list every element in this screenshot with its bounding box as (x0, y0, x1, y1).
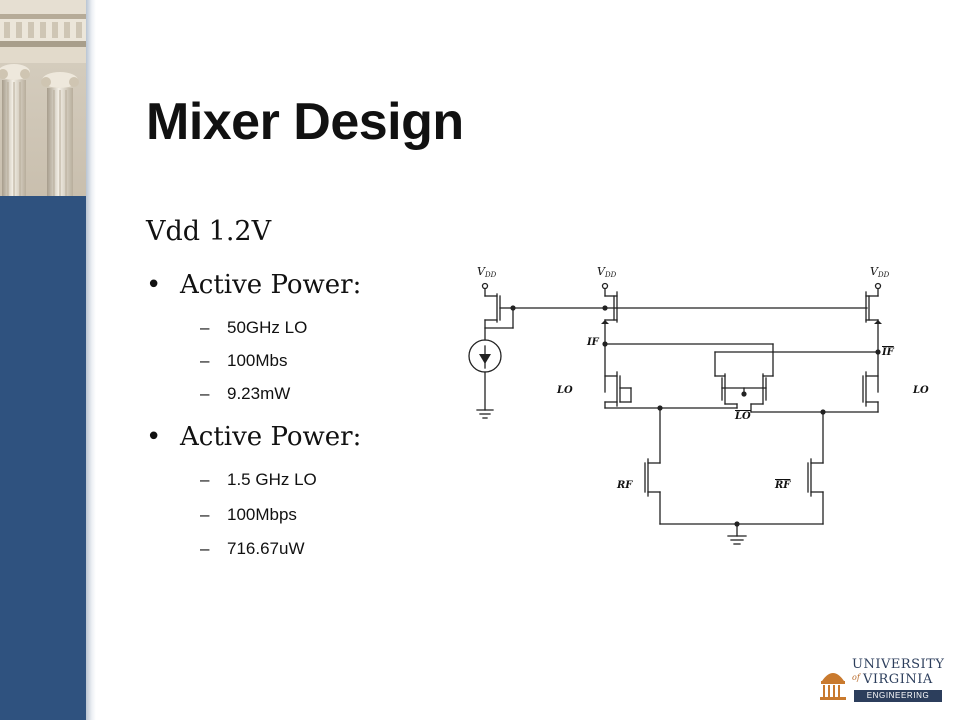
sub-item-text: 9.23mW (227, 384, 291, 403)
sub-item-text: 50GHz LO (227, 318, 308, 337)
rotunda-icon (820, 673, 846, 700)
vdd-label: VDD (477, 265, 497, 279)
lo-label-right: LO (913, 385, 929, 396)
slide-title: Mixer Design (146, 93, 464, 151)
lo-label-left: LO (557, 385, 573, 396)
sidebar-band (0, 0, 86, 720)
vdd-line: Vdd 1.2V (146, 216, 272, 247)
dash-marker: – (200, 318, 210, 337)
dash-marker: – (200, 384, 210, 403)
sub-item: –716.67uW (200, 539, 305, 559)
sub-item: –100Mbps (200, 505, 297, 525)
sub-item-text: 100Mbps (227, 505, 297, 524)
university-logo: UNIVERSITY of VIRGINIA ENGINEERING (818, 653, 944, 707)
sub-item-text: 716.67uW (227, 539, 305, 558)
schematic-drawing (468, 282, 882, 545)
sub-item-text: 100Mbs (227, 351, 288, 370)
bullet-dot: • (146, 422, 162, 452)
columns-photo (0, 0, 86, 196)
logo-virginia-text: VIRGINIA (863, 672, 933, 687)
if-label: IF (587, 337, 599, 348)
bullet-heading: • Active Power: (146, 422, 361, 452)
bullet-dot: • (146, 270, 162, 300)
vdd-label: VDD (870, 265, 890, 279)
sub-item: –9.23mW (200, 384, 290, 404)
sub-item: –50GHz LO (200, 318, 307, 338)
logo-engineering-banner: ENGINEERING (854, 690, 942, 702)
sidebar-edge (86, 0, 96, 720)
if-bar-label: IF (882, 347, 894, 358)
mixer-schematic: VDD VDD VDD IF IF LO LO LO RF RF (455, 258, 945, 558)
dash-marker: – (200, 351, 210, 370)
dash-marker: – (200, 505, 210, 524)
logo-university-text: UNIVERSITY (852, 657, 945, 672)
dash-marker: – (200, 470, 210, 489)
bullet-heading-text: Active Power: (180, 270, 362, 300)
dash-marker: – (200, 539, 210, 558)
sub-item: –1.5 GHz LO (200, 470, 317, 490)
vdd-label: VDD (597, 265, 617, 279)
sub-item-text: 1.5 GHz LO (227, 470, 317, 489)
lo-bar-label: LO (735, 411, 751, 422)
bullet-heading: • Active Power: (146, 270, 361, 300)
bullet-heading-text: Active Power: (180, 422, 362, 452)
rf-bar-label: RF (775, 480, 791, 491)
sub-item: –100Mbs (200, 351, 287, 371)
rf-label: RF (617, 480, 633, 491)
logo-of-text: of (852, 673, 860, 682)
